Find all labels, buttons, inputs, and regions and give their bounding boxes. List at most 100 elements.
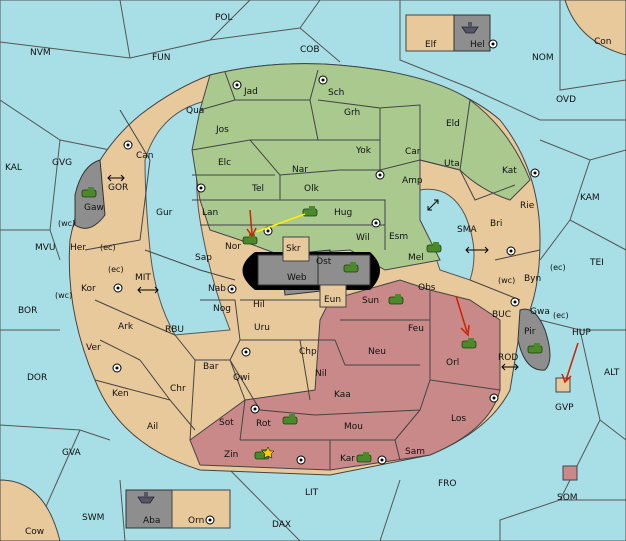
label-bri: Bri — [490, 219, 502, 229]
label-aba: Aba — [143, 516, 160, 526]
label-cow: Cow — [25, 527, 44, 537]
label-elf: Elf — [425, 40, 437, 50]
supply-center-icon — [205, 515, 215, 525]
label-buc: BUC — [492, 310, 511, 320]
label-qua: Qua — [186, 106, 204, 116]
label-rod: ROD — [498, 353, 518, 363]
label-qwi: Qwi — [233, 373, 250, 383]
label-mvu: MVU — [35, 243, 56, 253]
label-neu: Neu — [368, 347, 386, 357]
label-ost: Ost — [316, 257, 332, 267]
label-uta: Uta — [444, 159, 460, 169]
supply-center-icon — [196, 183, 206, 193]
label-hil: Hil — [253, 300, 265, 310]
green-army-icon-kar — [356, 452, 372, 463]
province-pir[interactable] — [517, 308, 551, 371]
province-aba[interactable] — [125, 489, 173, 529]
label-chr: Chr — [170, 384, 186, 394]
label-hel: Hel — [470, 40, 485, 50]
label-tel: Tel — [251, 184, 264, 194]
supply-center-icon — [318, 75, 328, 85]
label-dax: DAX — [272, 520, 291, 530]
supply-centers — [112, 39, 540, 525]
label-alt: ALT — [604, 368, 620, 378]
supply-center-icon — [123, 140, 133, 150]
double-arrow-icon — [427, 199, 439, 211]
double-arrow-icon — [465, 246, 489, 254]
label-coast-kor-ec: (ec) — [108, 265, 124, 274]
double-arrow-icon — [137, 286, 159, 294]
label-sap: Sap — [195, 253, 212, 263]
label-sun: Sun — [362, 296, 379, 306]
label-uru: Uru — [254, 323, 270, 333]
label-eld: Eld — [446, 119, 460, 129]
label-con: Con — [594, 37, 612, 47]
label-nom: NOM — [532, 53, 554, 63]
label-kam: KAM — [580, 193, 600, 203]
supply-center-icon — [227, 284, 237, 294]
label-feu: Feu — [408, 324, 424, 334]
label-nog: Nog — [213, 304, 231, 314]
label-los: Los — [451, 414, 466, 424]
province-borders — [84, 69, 541, 470]
label-pir: Pir — [524, 327, 536, 337]
label-gor: GOR — [108, 183, 128, 193]
supply-center-icon — [375, 170, 385, 180]
orders — [246, 209, 579, 384]
label-ail: Ail — [147, 422, 158, 432]
label-car: Car — [405, 147, 421, 157]
label-cob: COB — [300, 45, 320, 55]
double-arrow-icon — [107, 174, 125, 182]
province-eun[interactable] — [319, 284, 347, 308]
label-mit: MIT — [135, 273, 151, 283]
label-grh: Grh — [344, 108, 360, 118]
label-kal: KAL — [5, 163, 22, 173]
province-elf[interactable] — [405, 14, 455, 52]
province-som-island[interactable] — [562, 465, 578, 481]
support-line-icon — [255, 213, 306, 233]
label-esm: Esm — [389, 232, 408, 242]
label-gvg: GVG — [52, 158, 72, 168]
label-orl: Orl — [446, 358, 459, 368]
label-olk: Olk — [304, 184, 320, 194]
label-sma: SMA — [457, 225, 477, 235]
label-mel: Mel — [408, 253, 424, 263]
red-power-territory — [189, 279, 501, 471]
label-sch: Sch — [328, 88, 344, 98]
supply-center-icon — [510, 297, 520, 307]
label-som: SOM — [557, 493, 578, 503]
label-gva: GVA — [62, 448, 82, 458]
label-nvm: NVM — [30, 48, 51, 58]
supply-center-icon — [530, 168, 540, 178]
move-arrow-head-icon — [246, 227, 257, 238]
label-coast-byn-wc: (wc) — [498, 276, 515, 285]
province-orn[interactable] — [171, 489, 231, 529]
label-ovd: OVD — [556, 95, 576, 105]
label-hug: Hug — [334, 208, 352, 218]
label-can: Can — [136, 151, 154, 161]
label-gvp: GVP — [555, 403, 574, 413]
province-skr[interactable] — [282, 236, 310, 262]
label-sot: Sot — [219, 418, 234, 428]
move-arrow-icon — [455, 295, 468, 333]
label-mou: Mou — [344, 422, 363, 432]
label-gwa: Gwa — [530, 307, 550, 317]
passage-arrows — [107, 174, 519, 371]
label-dor: DOR — [27, 373, 47, 383]
label-chp: Chp — [299, 347, 317, 357]
label-wil: Wil — [356, 233, 370, 243]
green-army-icon-pir — [527, 343, 543, 354]
move-arrow-head-icon — [561, 373, 572, 384]
green-army-icon-sun — [388, 294, 404, 305]
label-yok: Yok — [355, 146, 372, 156]
green-power-territory — [191, 63, 531, 271]
move-arrow-icon — [565, 342, 579, 381]
supply-center-icon — [489, 393, 499, 403]
label-kat: Kat — [502, 166, 517, 176]
label-nar: Nar — [292, 165, 308, 175]
supply-center-icon — [112, 363, 122, 373]
supply-center-icon — [371, 218, 381, 228]
units[interactable] — [81, 22, 543, 504]
